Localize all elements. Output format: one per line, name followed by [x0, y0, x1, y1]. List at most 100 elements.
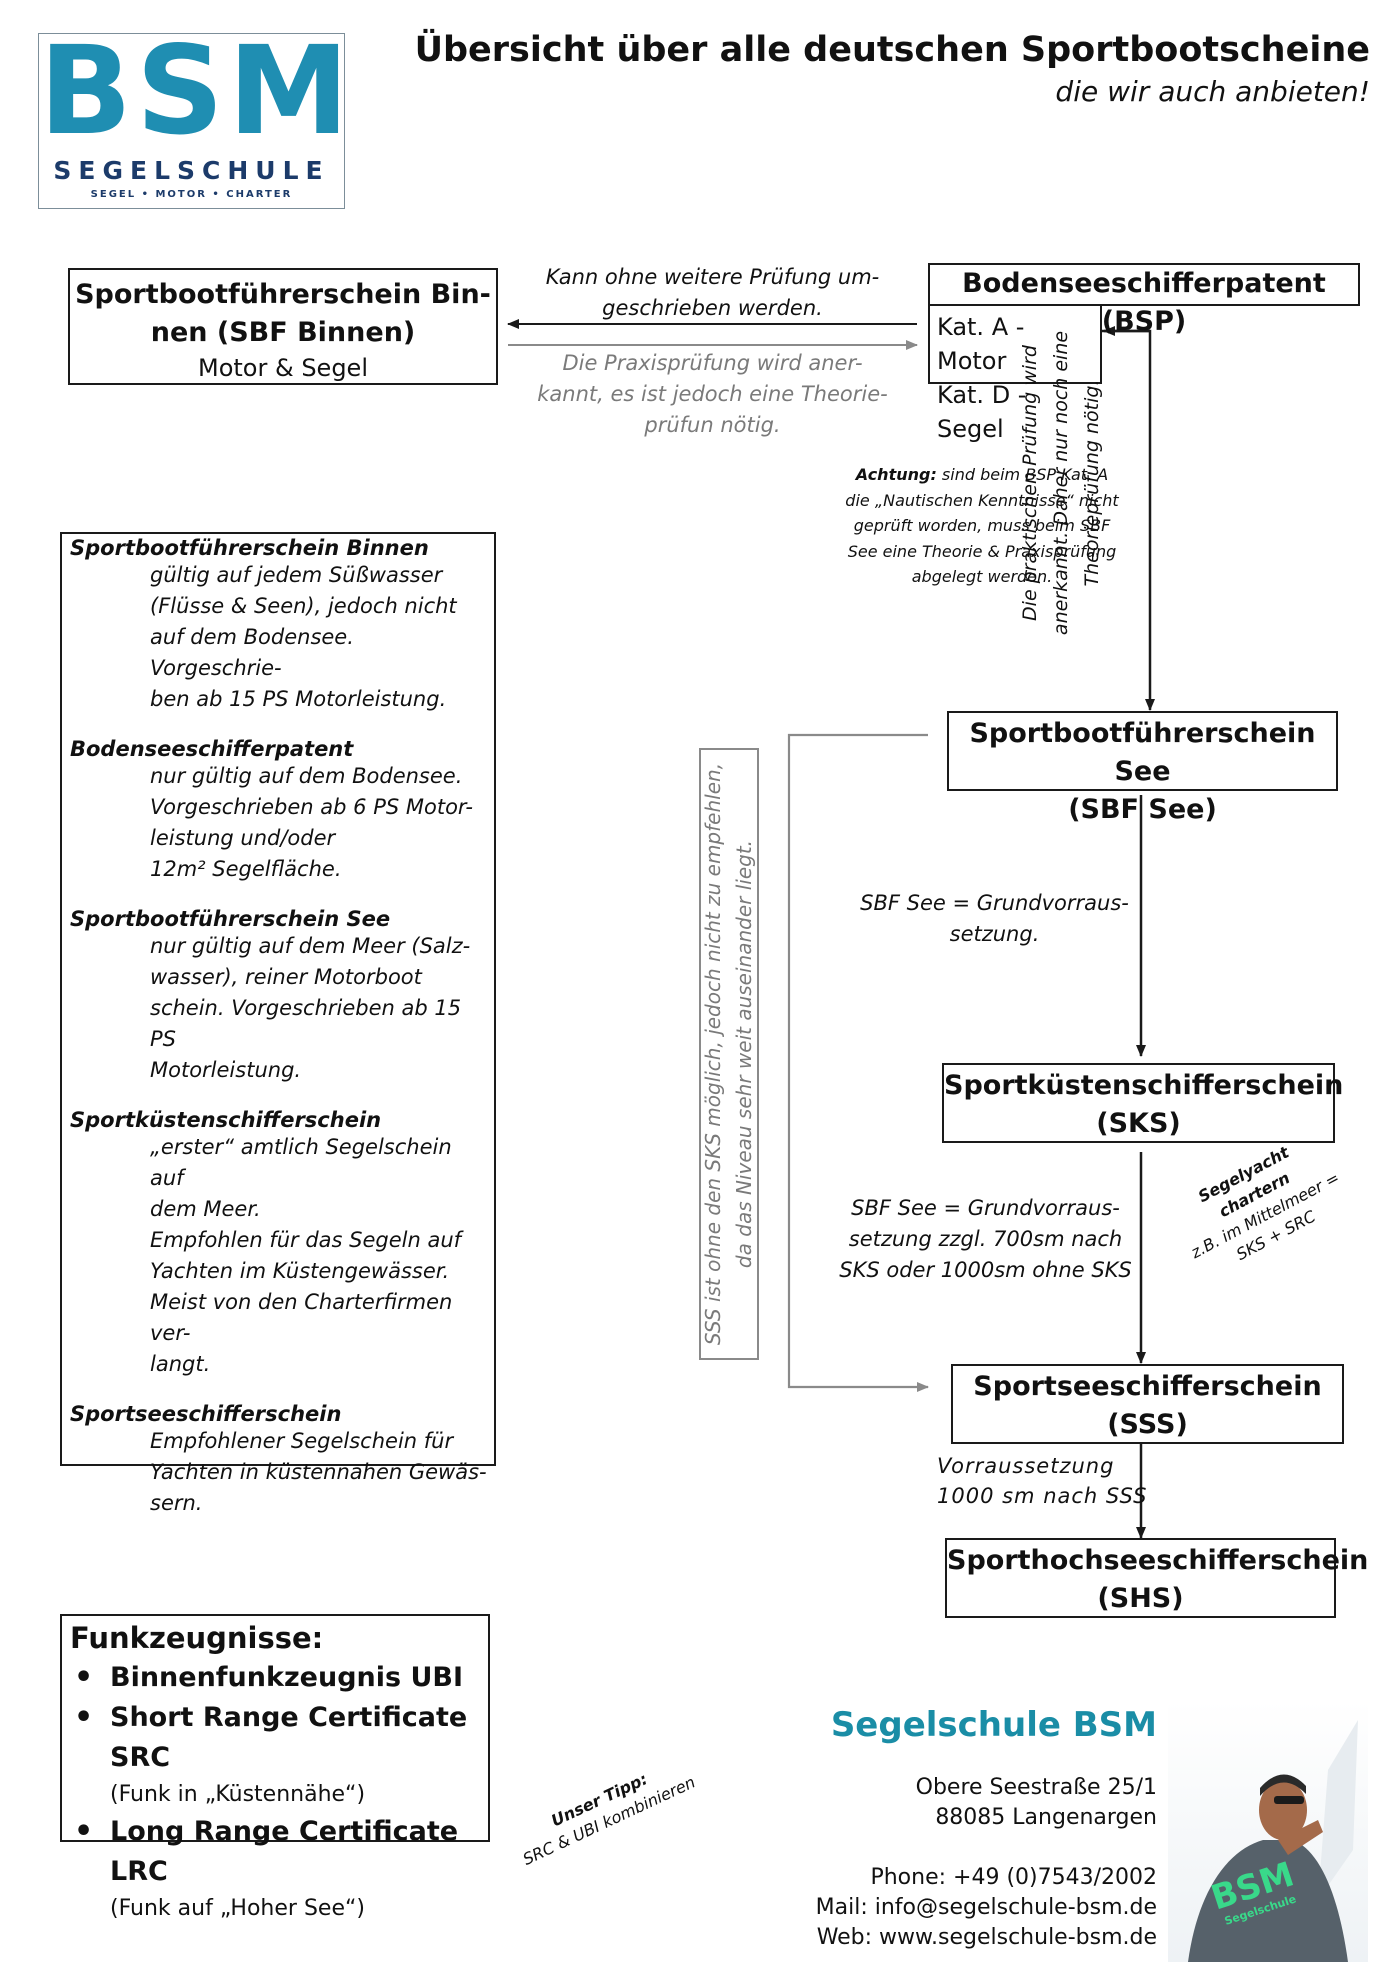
license-info-line: Yachten in küstennahen Gewäs- — [150, 1460, 487, 1484]
logo: BSM SEGELSCHULE SEGEL • MOTOR • CHARTER — [38, 20, 349, 209]
convert-note-line1: Kann ohne weitere Prüfung um- — [545, 265, 880, 289]
license-info-line: Vorgeschrieben ab 6 PS Motor- — [150, 795, 473, 819]
radio-item: Short Range Certificate SRC — [70, 1698, 482, 1778]
sks-box: Sportküstenschifferschein (SKS) — [942, 1063, 1344, 1143]
sbf-binnen-title-1: Sportbootführerschein Bin- — [75, 279, 491, 310]
recognition-note: Die praktischen Prüfung wird anerkannt. … — [1015, 318, 1115, 648]
license-info-line: schein. Vorgeschrieben ab 15 PS — [150, 996, 462, 1051]
contact-mail[interactable]: Mail: info@segelschule-bsm.de — [815, 1895, 1157, 1920]
license-info-line: sern. — [150, 1491, 203, 1515]
req-sss-note: SBF See = Grundvorraus- setzung zzgl. 70… — [838, 1193, 1133, 1286]
license-info-title: Sportbootführerschein Binnen — [70, 536, 429, 560]
license-info-line: Empfohlen für das Segeln auf — [150, 1228, 462, 1252]
license-info-line: Motorleistung. — [150, 1058, 302, 1082]
license-info-title: Sportbootführerschein See — [70, 907, 391, 931]
req-shs-note: Vorraussetzung 1000 sm nach SSS — [937, 1451, 1147, 1511]
sss-note-line2: da das Niveau sehr weit auseinander lieg… — [732, 839, 756, 1269]
license-info-line: wasser), reiner Motorboot — [150, 965, 422, 989]
radio-item-note: (Funk auf „Hoher See“) — [110, 1896, 365, 1921]
license-info-line: Meist von den Charterfirmen ver- — [150, 1290, 453, 1345]
contact-name: Segelschule BSM — [830, 1705, 1157, 1745]
radio-list: Binnenfunkzeugnis UBIShort Range Certifi… — [70, 1658, 482, 1926]
achtung-line2: die „Nautischen Kenntnisse“ nicht — [845, 490, 1119, 510]
bsp-kat-a: Kat. A - Motor — [937, 313, 1025, 375]
achtung-line3: geprüft worden, muss beim SBF — [853, 516, 1111, 535]
radio-item: Binnenfunkzeugnis UBI — [70, 1658, 482, 1698]
radio-title: Funkzeugnisse: — [70, 1621, 324, 1655]
license-info-line: dem Meer. — [150, 1197, 261, 1221]
sss-line1: Sportseeschifferschein — [973, 1371, 1322, 1402]
license-info-text: gültig auf jedem Süßwasser(Flüsse & Seen… — [70, 560, 490, 715]
logo-tagline: SEGEL • MOTOR • CHARTER — [90, 189, 293, 200]
radio-item-note: (Funk in „Küstennähe“) — [110, 1782, 366, 1807]
radio-item: Long Range Certificate LRC — [70, 1812, 482, 1892]
bsp-kat-d: Kat. D - Segel — [937, 381, 1027, 443]
license-info-line: nur gültig auf dem Meer (Salz- — [150, 934, 471, 958]
convert-note: Kann ohne weitere Prüfung um- geschriebe… — [530, 262, 895, 324]
sbf-see-box: Sportbootführerschein See (SBF See) — [947, 711, 1338, 825]
license-info-line: ben ab 15 PS Motorleistung. — [150, 687, 447, 711]
license-info-line: Yachten im Küstengewässer. — [150, 1259, 450, 1283]
license-info-item: Sportküstenschifferschein „erster“ amtlic… — [70, 1108, 490, 1380]
req-shs-line2: 1000 sm nach SSS — [937, 1484, 1148, 1508]
logo-name: SEGELSCHULE — [53, 156, 330, 185]
sss-box: Sportseeschifferschein (SSS) — [951, 1364, 1344, 1444]
license-info-text: nur gültig auf dem Meer (Salz-wasser), r… — [70, 931, 490, 1086]
sbf-binnen-sub: Motor & Segel — [198, 354, 368, 382]
license-info-line: langt. — [150, 1352, 211, 1376]
req-sks-line1: SBF See = Grundvorraus- — [860, 891, 1129, 915]
contact-street: Obere Seestraße 25/1 — [915, 1775, 1157, 1800]
license-info-line: „erster“ amtlich Segelschein auf — [150, 1135, 452, 1190]
license-info-title: Bodenseeschifferpatent — [70, 737, 354, 761]
page-title: Übersicht über alle deutschen Sportboots… — [414, 30, 1370, 70]
theory-note: Die Praxisprüfung wird aner- kannt, es i… — [530, 348, 895, 441]
achtung-line4: See eine Theorie & Praxisprüfung — [847, 541, 1117, 561]
license-info-title: Sportküstenschifferschein — [70, 1108, 382, 1132]
req-sks-note: SBF See = Grundvorraus- setzung. — [852, 888, 1137, 950]
license-info-line: Empfohlener Segelschein für — [150, 1429, 454, 1453]
contact-block: Obere Seestraße 25/1 88085 Langenargen P… — [816, 1773, 1157, 1953]
achtung-note: Achtung: sind beim BSP Kat. A die „Nauti… — [822, 462, 1142, 590]
license-info-line: nur gültig auf dem Bodensee. — [150, 764, 463, 788]
license-info-line: auf dem Bodensee. Vorgeschrie- — [150, 625, 354, 680]
req-sss-line2: setzung zzgl. 700sm nach — [848, 1227, 1123, 1251]
sbf-binnen-title-2: nen (SBF Binnen) — [150, 317, 416, 348]
req-sss-line3: SKS oder 1000sm ohne SKS — [839, 1258, 1132, 1282]
recognition-note-line1: Die praktischen Prüfung wird — [1019, 345, 1041, 621]
bsp-title: Bodenseeschifferpatent (BSP) — [962, 268, 1326, 337]
arrow-sbf-see-to-sss — [787, 733, 929, 1392]
page-subtitle: die wir auch anbieten! — [1055, 75, 1370, 108]
sbf-see-line1: Sportbootführerschein See — [969, 718, 1316, 787]
sss-note-line1: SSS ist ohne den SKS möglich, jedoch nic… — [701, 762, 725, 1346]
shs-box: Sporthochseeschifferschein (SHS) — [945, 1538, 1368, 1618]
achtung-line5: abgelegt werden. — [911, 567, 1053, 586]
license-info-item: Bodenseeschifferpatent nur gültig auf dem… — [70, 737, 490, 885]
shs-line2: (SHS) — [1097, 1583, 1184, 1614]
license-info-line: 12m² Segelfläche. — [150, 857, 342, 881]
bsp-kat-box: Kat. A - Motor Kat. D - Segel — [928, 304, 1102, 443]
bsp-title-box: Bodenseeschifferpatent (BSP) — [928, 263, 1360, 337]
license-info-line: gültig auf jedem Süßwasser — [150, 563, 443, 587]
radio-certificates-box: Funkzeugnisse: Binnenfunkzeugnis UBIShor… — [60, 1614, 490, 1921]
achtung-label: Achtung: — [855, 465, 937, 484]
sss-note: SSS ist ohne den SKS möglich, jedoch nic… — [698, 748, 760, 1360]
recognition-note-line3: Theorieprüfung nötig. — [1081, 379, 1103, 587]
sks-line1: Sportküstenschifferschein — [944, 1070, 1344, 1101]
theory-note-line2: kannt, es ist jedoch eine Theorie- — [537, 382, 888, 406]
contact-web[interactable]: Web: www.segelschule-bsm.de — [816, 1925, 1157, 1950]
instructor-photo: BSM Segelschule — [1168, 1700, 1368, 1962]
achtung-line1: sind beim BSP Kat. A — [936, 465, 1109, 484]
convert-note-line2: geschrieben werden. — [602, 296, 823, 320]
req-sks-line2: setzung. — [949, 922, 1040, 946]
sbf-see-line2: (SBF See) — [1068, 794, 1217, 825]
recognition-note-line2: anerkannt. Daher nur noch eine — [1050, 330, 1072, 636]
contact-phone: Phone: +49 (0)7543/2002 — [870, 1865, 1157, 1890]
sbf-binnen-box: Sportbootführerschein Bin- nen (SBF Binn… — [68, 268, 498, 385]
theory-note-line3: prüfun nötig. — [644, 413, 781, 437]
